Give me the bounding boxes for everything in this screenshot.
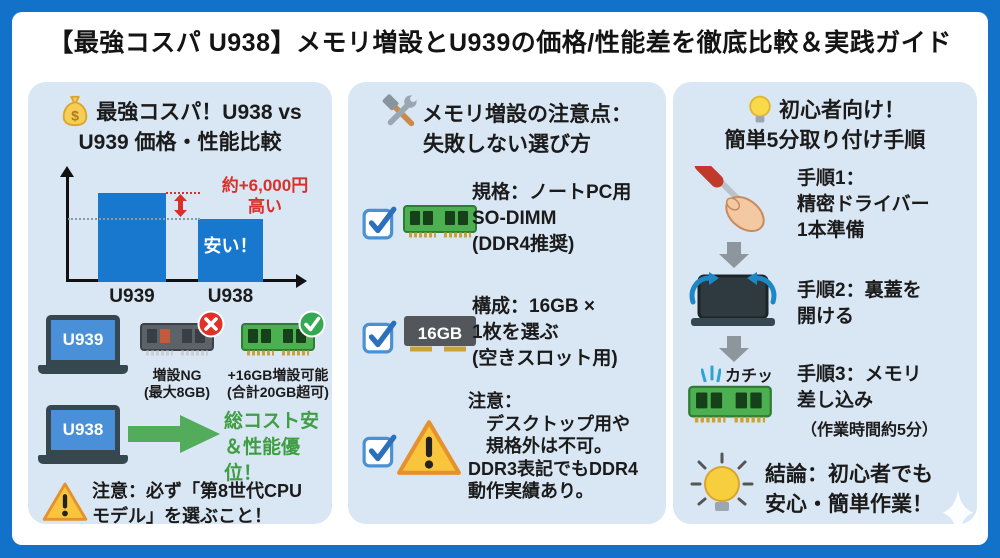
chart-x-axis-arrow [296, 274, 307, 288]
laptop-u939-label: U939 [62, 330, 104, 349]
ram-ng-group: 増設NG (最大8GB) [130, 310, 225, 401]
ram-ng-label: 増設NG (最大8GB) [143, 367, 211, 400]
left-heading-line1: 最強コスパ！U938 vs [96, 101, 302, 124]
click-motion-lines-icon [701, 365, 721, 382]
left-warning-text: 注意：必ず「第8世代CPU モデル」を選ぶこと！ [92, 481, 303, 526]
ram-16gb-icon: 16GB [404, 316, 476, 352]
conclusion-text: 結論：初心者でも 安心・簡単作業！ [765, 463, 933, 516]
down-arrow-icon [719, 336, 749, 362]
ram-insert-icon [688, 385, 772, 423]
chart-y-axis-arrow [60, 166, 74, 177]
laptop-u938-icon: U938 [38, 405, 128, 464]
right-heading-line2: 簡単5分取り付け手順 [724, 129, 926, 152]
checklist-item-spec: 規格：ノートPC用 SO-DIMM (DDR4推奨) [472, 182, 632, 255]
panel-memory-checklist: メモリ増設の注意点： 失敗しない選び方 規格：ノートPC用 SO-DIMM (D… [348, 82, 666, 524]
axis-label-u938: U938 [207, 286, 254, 307]
glowing-bulb-icon [690, 452, 754, 511]
warning-triangle-icon [42, 482, 88, 521]
dollar-glyph: $ [71, 108, 79, 124]
price-diff-annotation: 約+6,000円 高い [221, 176, 309, 216]
step3-text: 手順3：メモリ 差し込み [797, 364, 922, 411]
ram-ok-label: +16GB増設可能 (合計20GB超可) [227, 367, 329, 400]
ram-ok-group: +16GB増設可能 (合計20GB超可) [226, 310, 330, 401]
cheap-label: 安い！ [203, 236, 258, 256]
tools-icon [382, 94, 417, 127]
ram-ok-icon [241, 323, 315, 356]
click-sound-label: カチッ [725, 368, 774, 385]
laptop-open-icon [689, 272, 777, 326]
checkbox-checked-icon [362, 206, 397, 240]
bar-u938: 安い！ [198, 219, 263, 282]
step1-text: 手順1： 精密ドライバー 1本準備 [797, 168, 930, 241]
checkbox-checked-icon [362, 320, 397, 354]
panel-install-steps: 初心者向け！ 簡単5分取り付け手順 手順1： 精密ドライバー 1本準備 手順2：… [673, 82, 977, 524]
checklist-item-caution: 注意： デスクトップ用や 規格外は不可。 DDR3表記でもDDR4 動作実績あり… [468, 391, 639, 501]
u938-result-label: 総コスト安 ＆性能優位！ [224, 411, 320, 484]
dotted-line-low [68, 218, 200, 220]
chart-y-axis [66, 175, 69, 282]
price-diff-arrow-icon [174, 194, 187, 217]
checklist-item-config: 構成：16GB × 1枚を選ぶ (空きスロット用) [472, 296, 618, 369]
step3-sub-text: （作業時間約5分） [801, 422, 938, 439]
right-panel-heading: 初心者向け！ 簡単5分取り付け手順 [673, 94, 977, 155]
mid-heading-line1: メモリ増設の注意点： [422, 103, 632, 126]
lightbulb-icon [749, 95, 771, 123]
bar-u939 [98, 193, 166, 282]
laptop-u938-label: U938 [62, 420, 104, 439]
cross-badge-icon [197, 310, 225, 338]
mid-heading-line2: 失敗しない選び方 [423, 133, 591, 156]
chart-x-axis [66, 279, 298, 282]
down-arrow-icon [719, 242, 749, 268]
ram-16gb-label: 16GB [418, 324, 462, 343]
check-badge-icon [298, 310, 326, 338]
left-heading-line2: U939 価格・性能比較 [78, 131, 282, 154]
screwdriver-hand-icon [694, 166, 765, 232]
laptop-u939-icon: U939 [38, 315, 128, 374]
ram-sodimm-icon [403, 205, 477, 238]
left-panel-heading: $ 最強コスパ！U938 vs U939 価格・性能比較 [28, 94, 332, 157]
checkbox-checked-icon [362, 434, 397, 468]
money-bag-icon: $ [63, 95, 88, 127]
dotted-line-high [166, 192, 200, 194]
panel-price-comparison: $ 最強コスパ！U938 vs U939 価格・性能比較 安い！ 約+6,000円… [28, 82, 332, 526]
page-title: 【最強コスパ U938】メモリ増設とU939の価格/性能差を徹底比較＆実践ガイド [48, 29, 952, 57]
sparkle-icon [942, 490, 974, 538]
green-right-arrow-icon [128, 415, 220, 453]
axis-label-u939: U939 [109, 286, 155, 307]
step2-text: 手順2：裏蓋を 開ける [797, 280, 922, 327]
right-heading-line1: 初心者向け！ [779, 99, 905, 122]
mid-panel-heading: メモリ増設の注意点： 失敗しない選び方 [348, 94, 666, 159]
warning-triangle-icon [397, 420, 461, 475]
